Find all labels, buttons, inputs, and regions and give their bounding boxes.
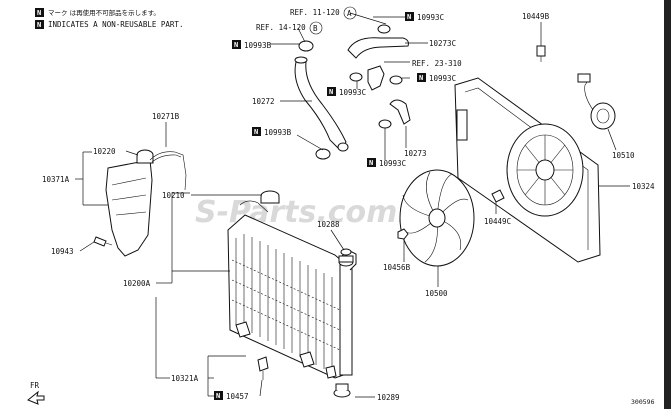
- svg-text:N: N: [234, 41, 238, 49]
- fr-arrow-icon: [27, 390, 45, 405]
- right-frame-border: [664, 0, 671, 409]
- legend-english-text: INDICATES A NON-REUSABLE PART.: [48, 20, 183, 29]
- nbox-10993C-low: N: [367, 158, 376, 167]
- fan-shroud-10324-drawing: [454, 77, 601, 263]
- label-10321A: 10321A: [171, 374, 199, 383]
- hose-10273C-drawing: [347, 37, 409, 59]
- label-10324: 10324: [632, 182, 655, 191]
- nut-10456B-drawing: [397, 228, 409, 240]
- bracket-10321A-drawing: [257, 356, 269, 380]
- label-10289: 10289: [377, 393, 400, 402]
- ref-a-letter: A: [347, 9, 352, 18]
- label-10273: 10273: [404, 149, 427, 158]
- label-10271B: 10271B: [152, 112, 180, 121]
- ref-23-310-label: REF. 23-310: [412, 59, 462, 68]
- label-10993C-low: 10993C: [379, 159, 406, 168]
- label-10943: 10943: [51, 247, 74, 256]
- svg-text:N: N: [216, 392, 220, 400]
- svg-text:N: N: [419, 74, 423, 82]
- label-10210: 10210: [162, 191, 185, 200]
- legend-n-box-2: N: [35, 20, 44, 29]
- svg-text:N: N: [329, 88, 333, 96]
- pipe-23-310-drawing: [367, 65, 385, 91]
- leader-lines: [75, 12, 630, 398]
- fr-label: FR: [30, 381, 40, 390]
- bolt-10943-drawing: [93, 236, 113, 247]
- reservoir-tank-drawing: [105, 149, 187, 257]
- ref-a-circle: [343, 6, 357, 20]
- label-10288: 10288: [317, 220, 340, 229]
- svg-text:N: N: [37, 9, 41, 17]
- nbox-10993C-right: N: [417, 73, 426, 82]
- label-10510: 10510: [612, 151, 635, 160]
- label-10993B-top: 10993B: [244, 41, 272, 50]
- label-10993C-right: 10993C: [429, 74, 456, 83]
- front-direction-indicator: FR: [27, 381, 45, 405]
- label-10500: 10500: [425, 289, 448, 298]
- part-labels: REF. 11-120 A REF. 14-120 B REF. 23-310 …: [42, 6, 655, 402]
- label-10200A: 10200A: [123, 279, 151, 288]
- label-10456B: 10456B: [383, 263, 411, 272]
- svg-text:N: N: [254, 128, 258, 136]
- ref-b-letter: B: [313, 24, 318, 33]
- upper-hose-10272-drawing: [294, 56, 349, 152]
- label-10457: 10457: [226, 392, 249, 401]
- nbox-10993B-top: N: [232, 40, 241, 49]
- hose-clamps-drawing: [298, 24, 403, 160]
- nbox-10457: N: [214, 391, 223, 400]
- label-10993C-top: 10993C: [417, 13, 444, 22]
- fan-motor-10510-drawing: [577, 73, 616, 130]
- label-10273C: 10273C: [429, 39, 456, 48]
- label-10371A: 10371A: [42, 175, 70, 184]
- svg-text:N: N: [369, 159, 373, 167]
- bolt-10449B-drawing: [536, 45, 546, 62]
- nbox-10993C-top: N: [405, 12, 414, 21]
- svg-text:N: N: [37, 21, 41, 29]
- cap-10288-drawing: [338, 248, 354, 267]
- label-10220: 10220: [93, 147, 116, 156]
- label-10993C-mid: 10993C: [339, 88, 366, 97]
- bolt-10449C-drawing: [491, 189, 505, 203]
- radiator-drawing: [227, 190, 357, 379]
- legend: N マーク は再使用不可部品を示します。 N INDICATES A NON-R…: [35, 8, 183, 29]
- drain-plug-10289-drawing: [333, 383, 351, 398]
- label-10449B: 10449B: [522, 12, 550, 21]
- ref-14-120-label: REF. 14-120: [256, 23, 306, 32]
- ref-11-120-label: REF. 11-120: [290, 8, 340, 17]
- label-10993B-mid: 10993B: [264, 128, 292, 137]
- svg-text:N: N: [407, 13, 411, 21]
- ref-b-circle: [309, 21, 323, 35]
- fan-10500-drawing: [399, 169, 475, 267]
- nbox-10993C-mid: N: [327, 87, 336, 96]
- legend-n-box-1: N: [35, 8, 44, 17]
- label-10449C: 10449C: [484, 217, 511, 226]
- figure-code: 300596: [631, 398, 655, 406]
- nbox-10993B-mid: N: [252, 127, 261, 136]
- hose-10273-drawing: [389, 99, 411, 125]
- legend-japanese-text: マーク は再使用不可部品を示します。: [48, 8, 160, 17]
- label-10272: 10272: [252, 97, 275, 106]
